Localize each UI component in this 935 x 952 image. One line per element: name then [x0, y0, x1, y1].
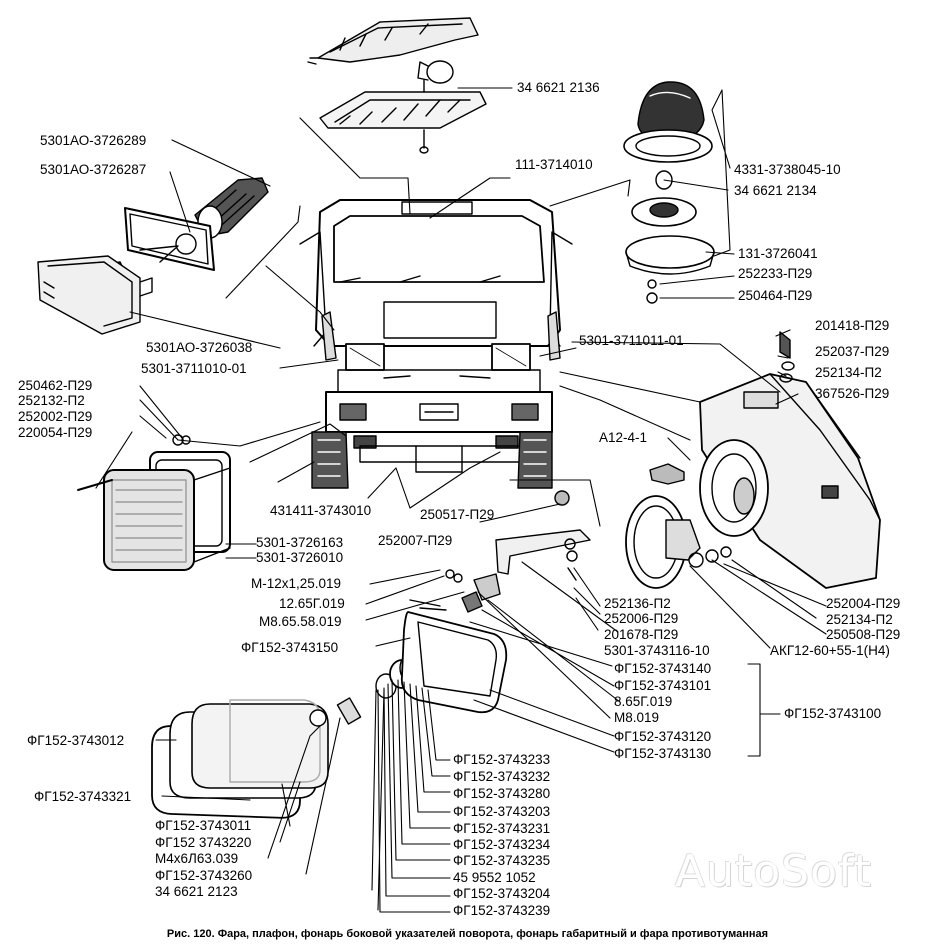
- label-fg152-3743233: ФГ152-3743233: [453, 752, 551, 767]
- label-fg152-3743011: ФГ152-3743011: [155, 818, 252, 833]
- label-fg152-3743130: ФГ152-3743130: [614, 746, 712, 761]
- label-fg152-3743120: ФГ152-3743120: [614, 729, 712, 744]
- label-250517-p29: 250517-П29: [420, 507, 495, 522]
- label-5301-3726010: 5301-3726010: [256, 550, 344, 565]
- label-5301ao-3726287: 5301АО-3726287: [40, 162, 147, 177]
- label-5301-3726163: 5301-3726163: [256, 535, 344, 550]
- fog-lamp-exploded: [151, 490, 591, 819]
- label-fg152-3743235: ФГ152-3743235: [453, 853, 551, 868]
- label-fg152-3743260: ФГ152-3743260: [155, 868, 253, 883]
- leader-lines: [95, 87, 827, 913]
- label-5301-3743116-10: 5301-3743116-10: [604, 643, 710, 658]
- label-34-6621-2136: 34 6621 2136: [517, 80, 600, 95]
- label-fg152-3743231: ФГ152-3743231: [453, 821, 551, 836]
- watermark: AutoSoft: [675, 846, 872, 897]
- label-fg152-3743321: ФГ152-3743321: [34, 789, 132, 804]
- label-m-12x125-019: М-12х1,25.019: [251, 576, 342, 591]
- headlight-assembly: [625, 331, 881, 589]
- label-34-6621-2134: 34 6621 2134: [734, 183, 817, 198]
- truck-front-view: [299, 199, 573, 489]
- label-131-3726041: 131-3726041: [738, 246, 818, 261]
- label-250508-p29: 250508-П29: [826, 627, 901, 642]
- label-fg152-3743220: ФГ152 3743220: [155, 835, 252, 850]
- label-fg152-3743232: ФГ152-3743232: [453, 769, 551, 784]
- figure-caption: Рис. 120. Фара, плафон, фонарь боковой у…: [166, 928, 769, 940]
- label-431411-3743010: 431411-3743010: [270, 503, 372, 518]
- label-fg152-3743204: ФГ152-3743204: [453, 886, 551, 901]
- label-fg152-3743101: ФГ152-3743101: [614, 678, 712, 693]
- label-fg152-3743239: ФГ152-3743239: [453, 903, 551, 918]
- marker-lamp-assembly: [623, 81, 715, 304]
- label-fg152-3743203: ФГ152-3743203: [453, 804, 551, 819]
- label-5301ao-3726038: 5301АО-3726038: [146, 340, 253, 355]
- label-201678-p29: 201678-П29: [604, 627, 679, 642]
- label-252002-p29: 252002-П29: [18, 409, 93, 424]
- label-252233-p29: 252233-П29: [738, 266, 813, 281]
- label-252136-p2: 252136-П2: [604, 596, 671, 611]
- label-34-6621-2123: 34 6621 2123: [155, 884, 238, 899]
- label-250462-p29: 250462-П29: [18, 378, 93, 393]
- side-turn-lamp-assembly: [37, 177, 269, 335]
- label-252007-p29: 252007-П29: [378, 533, 453, 548]
- label-m8-65-58-019: М8.65.58.019: [259, 614, 342, 629]
- label-fg152-3743012: ФГ152-3743012: [27, 733, 125, 748]
- rear-marker-lamp-assembly: [77, 434, 231, 571]
- label-m4x6l63-039: М4х6Л63.039: [155, 851, 239, 866]
- label-5301-3711010-01: 5301-3711010-01: [141, 361, 247, 376]
- label-45-9552-1052: 45 9552 1052: [453, 870, 536, 885]
- label-5301ao-3726289: 5301АО-3726289: [40, 133, 147, 148]
- label-fg152-3743234: ФГ152-3743234: [453, 837, 551, 852]
- label-fg152-3743150: ФГ152-3743150: [241, 640, 339, 655]
- label-12-65g-019: 12.65Г.019: [279, 596, 345, 611]
- label-8-65g-019: 8.65Г.019: [614, 694, 673, 709]
- label-fg152-3743280: ФГ152-3743280: [453, 786, 551, 801]
- cab-lamp-assembly: [307, 17, 487, 154]
- label-252037-p29: 252037-П29: [815, 344, 890, 359]
- label-111-3714010: 111-3714010: [515, 157, 593, 172]
- label-252006-p29: 252006-П29: [604, 611, 679, 626]
- label-252134-p2-bottom: 252134-П2: [826, 612, 893, 627]
- label-5301-3711011-01: 5301-3711011-01: [579, 333, 684, 348]
- label-201418-p29: 201418-П29: [815, 318, 890, 333]
- label-220054-p29: 220054-П29: [18, 425, 93, 440]
- label-252004-p29: 252004-П29: [826, 596, 901, 611]
- label-367526-p29: 367526-П29: [815, 386, 890, 401]
- label-a12-4-1: А12-4-1: [599, 430, 648, 445]
- label-252132-p2: 252132-П2: [18, 393, 85, 408]
- label-m8-019: М8.019: [614, 710, 660, 725]
- label-250464-p29: 250464-П29: [738, 288, 813, 303]
- label-akg12-60-55-1-h4: АКГ12-60+55-1(Н4): [770, 643, 890, 658]
- label-fg152-3743100: ФГ152-3743100: [784, 706, 882, 721]
- label-fg152-3743140: ФГ152-3743140: [614, 661, 712, 676]
- label-4331-3738045-10: 4331-3738045-10: [734, 162, 841, 177]
- label-252134-p2-top: 252134-П2: [815, 365, 882, 380]
